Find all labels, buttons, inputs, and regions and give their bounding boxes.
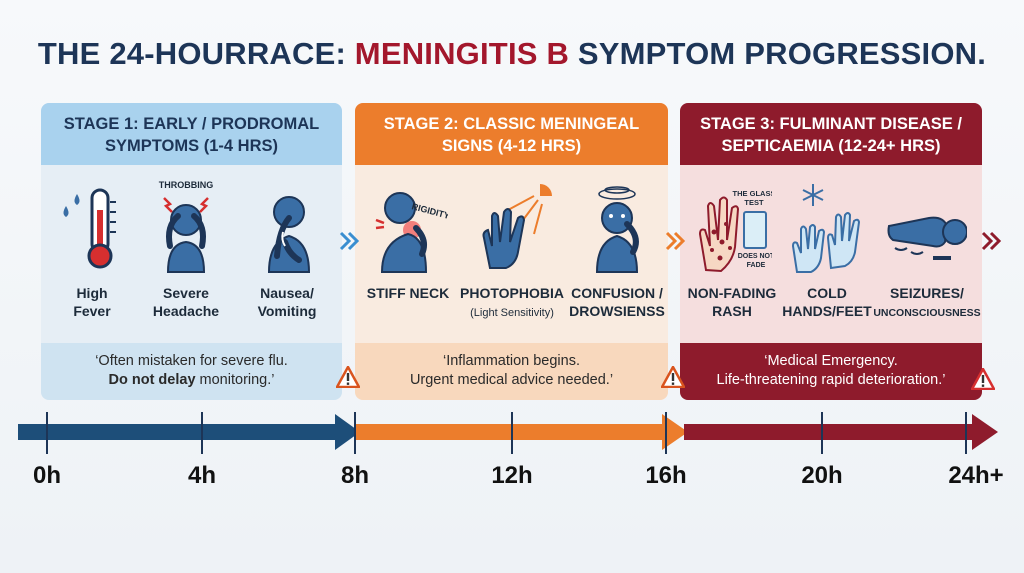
photophobia-label: PHOTOPHOBIA: [460, 285, 564, 301]
tick-label-8h: 8h: [340, 462, 369, 489]
stage-3-header: [680, 103, 982, 165]
symptom-non-fading-rash: THE GLASS TEST DOES NOT FADE NON-FADING …: [682, 176, 782, 324]
symptom-cold-hands: COLD HANDS/FEET: [777, 176, 877, 324]
unconsciousness-label: UNCONSCIOUSNESS: [873, 307, 981, 319]
warning-icon: [336, 366, 360, 388]
seizures-label: SEIZURES/: [890, 285, 964, 301]
glass-test-callout-2: TEST: [744, 198, 764, 207]
warning-icon: [971, 368, 995, 390]
stage-3-heading: STAGE 3: FULMINANT DISEASE / SEPTICAEMIA…: [700, 115, 962, 155]
stage-1-note: ‘Often mistaken for severe flu. Do not d…: [53, 352, 330, 390]
symptom-nausea: Nausea/ Vomiting: [237, 176, 337, 324]
thermometer-icon: [63, 188, 116, 269]
seizure-icon: [887, 216, 967, 260]
tick-label-0h: 0h: [32, 462, 61, 489]
tick-label-4h: 4h: [187, 462, 216, 489]
stage-1-note-line2: monitoring.’: [195, 372, 275, 388]
chevron-right-icon: [981, 231, 1002, 251]
confusion-icon: [595, 186, 639, 273]
symptom-severe-headache: THROBBING Severe Headache: [136, 176, 236, 324]
symptom-label: NON-FADING RASH: [687, 285, 777, 319]
symptom-stiff-neck: RIGIDITY STIFF NECK: [358, 176, 458, 324]
symptom-label: SEIZURES/UNCONSCIOUSNESS: [867, 284, 987, 322]
does-not-fade-callout-1: DOES NOT: [738, 253, 772, 260]
symptom-high-fever: High Fever: [42, 176, 142, 324]
photophobia-sub: (Light Sensitivity): [470, 307, 554, 319]
symptom-label: Severe Headache: [152, 285, 220, 319]
throbbing-callout: THROBBING: [159, 180, 214, 190]
stage-2-heading: STAGE 2: CLASSIC MENINGEAL SIGNS (4-12 H…: [383, 115, 640, 155]
tick-label-12h: 12h: [491, 462, 533, 489]
stage-1-note-line1: ‘Often mistaken for severe flu.: [95, 353, 288, 369]
photophobia-icon: [482, 184, 552, 269]
page-title: THE 24-HOURRACE: MENINGITIS B SYMPTOM PR…: [0, 36, 1024, 72]
title-part-1: THE 24-HOURRACE:: [37, 36, 355, 71]
glass-test-icon: THE GLASS TEST DOES NOT FADE: [698, 189, 772, 273]
chevron-right-icon: [339, 231, 360, 251]
stage-1-note-bold: Do not delay: [108, 372, 196, 388]
symptom-label: CONFUSION / DROWSIENSS: [569, 285, 665, 319]
symptom-label: Nausea/ Vomiting: [257, 285, 317, 319]
title-accent: MENINGITIS B: [354, 36, 570, 71]
symptom-confusion: CONFUSION / DROWSIENSS: [567, 176, 667, 324]
stage-1-heading: STAGE 1: EARLY / PRODROMAL SYMPTOMS (1-4…: [63, 115, 320, 155]
timeline-segment-2: [356, 414, 688, 450]
stage-2-header: [355, 103, 668, 165]
tick-label-16h: 16h: [645, 462, 687, 489]
stage-2-footer: [355, 343, 668, 400]
headache-icon: THROBBING: [159, 180, 214, 273]
warning-icon: [661, 366, 685, 388]
stage-2-note: ‘Inflammation begins. Urgent medical adv…: [409, 353, 614, 388]
tick-label-20h: 20h: [801, 462, 843, 489]
stiff-neck-icon: RIGIDITY: [375, 192, 448, 273]
timeline-segment-1: [18, 414, 360, 450]
cold-hands-icon: [791, 184, 861, 273]
stage-3-footer: [680, 343, 982, 400]
symptom-seizures: SEIZURES/UNCONSCIOUSNESS: [873, 176, 981, 324]
does-not-fade-callout-2: FADE: [747, 262, 766, 269]
chevron-right-icon: [665, 231, 686, 251]
tick-label-24h: 24h+: [948, 462, 1004, 489]
stage-3-note: ‘Medical Emergency. Life-threatening rap…: [716, 353, 946, 388]
timeline-segment-3: [684, 414, 998, 450]
symptom-label: PHOTOPHOBIA (Light Sensitivity): [452, 284, 572, 322]
timeline-axis: [18, 412, 998, 454]
rigidity-callout: RIGIDITY: [411, 201, 448, 221]
glass-test-callout-1: THE GLASS: [733, 189, 772, 198]
symptom-photophobia: PHOTOPHOBIA (Light Sensitivity): [460, 176, 564, 324]
symptom-label: High Fever: [73, 285, 111, 319]
symptom-label: STIFF NECK: [366, 285, 450, 301]
stage-1-header: [41, 103, 342, 165]
title-part-3: SYMPTOM PROGRESSION.: [569, 36, 987, 71]
nausea-icon: [267, 196, 311, 273]
stage-1-footer: [41, 343, 342, 400]
symptom-label: COLD HANDS/FEET: [782, 285, 872, 319]
